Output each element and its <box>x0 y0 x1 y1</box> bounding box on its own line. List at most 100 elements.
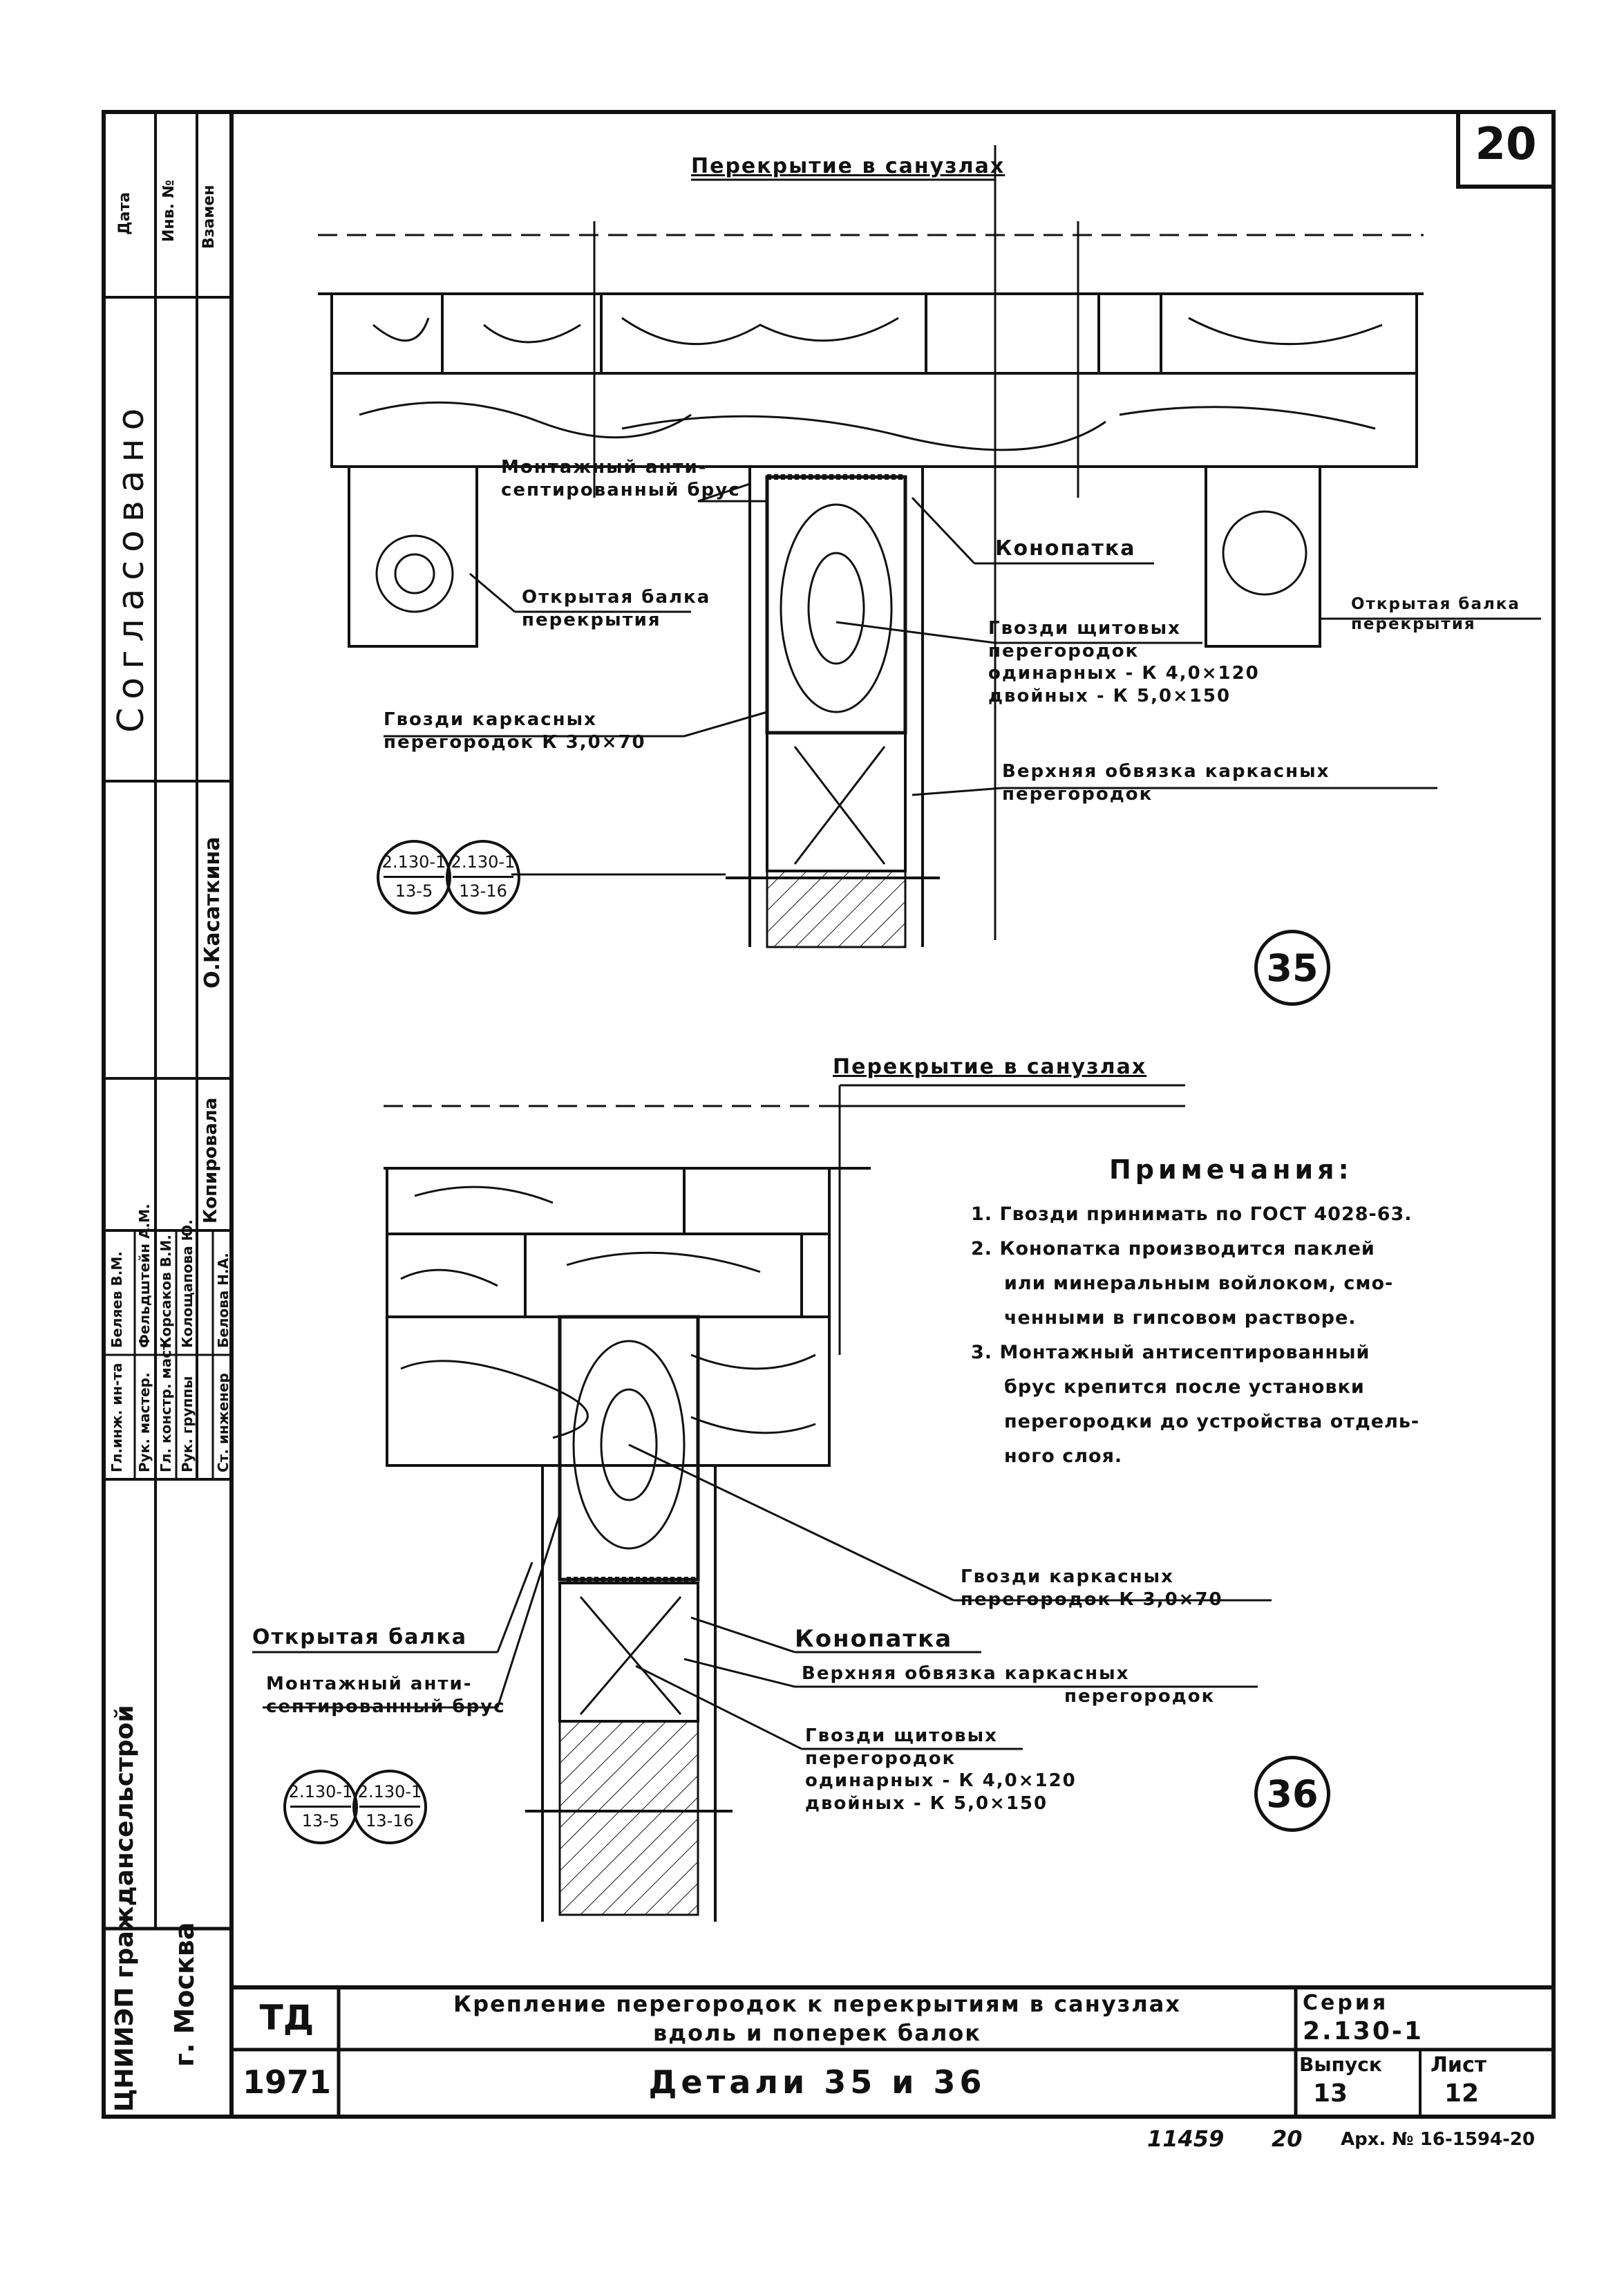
stamp-role-4: Рук. группы <box>179 1376 196 1472</box>
d36-ref-2: 2.130-1 13-16 <box>352 1770 427 1844</box>
d36-ref-1-bottom: 13-5 <box>301 1811 340 1830</box>
d36-top-plate: Верхняя обвязка каркасных перегородок <box>802 1662 1215 1707</box>
d35-open-beam-left: Открытая балка перекрытия <box>522 586 710 631</box>
d36-nails-frame-line2: перегородок К 3,0×70 <box>961 1589 1223 1610</box>
stamp-name-1: Беляев В.М. <box>108 1251 125 1348</box>
d36-nails-panel-line1: Гвозди щитовых <box>805 1725 998 1746</box>
stamp-side-header-replaces: Взамен <box>200 185 218 249</box>
stamp-role-3: Гл. констр. маст. <box>158 1336 174 1472</box>
detail-36-number: 36 <box>1254 1756 1330 1832</box>
d35-open-beam-right-line2: перекрытия <box>1351 615 1476 633</box>
stamp-name-5: Белова Н.А. <box>215 1253 232 1348</box>
notes-block: Примечания: 1. Гвозди принимать по ГОСТ … <box>971 1154 1524 1474</box>
note-line-2: 2. Конопатка производится паклей <box>971 1238 1375 1259</box>
note-line-1: 1. Гвозди принимать по ГОСТ 4028-63. <box>971 1203 1413 1225</box>
d36-nails-panel-line3: одинарных - К 4,0×120 <box>805 1770 1077 1791</box>
stamp-role-2: Рук. мастер. <box>136 1372 153 1472</box>
detail-36-title: Перекрытие в санузлах <box>833 1055 1147 1079</box>
stamp-checked-by: О.Касаткина <box>200 836 225 989</box>
d36-nails-frame-line1: Гвозди каркасных <box>961 1566 1174 1587</box>
d36-top-plate-line1: Верхняя обвязка каркасных <box>802 1663 1130 1684</box>
stamp-issue-label: Выпуск <box>1299 2053 1382 2076</box>
d35-ref-2: 2.130-1 13-16 <box>446 840 520 915</box>
note-line-5: 3. Монтажный антисептированный <box>971 1342 1370 1363</box>
detail-35-title: Перекрытие в санузлах <box>691 154 1005 178</box>
stamp-city: г. Москва <box>169 1922 200 2067</box>
d35-open-beam-left-line1: Открытая балка <box>522 587 711 608</box>
stamp-sheet-value: 12 <box>1444 2079 1480 2108</box>
d36-brus-line2: септированный брус <box>266 1696 506 1717</box>
footer-page: 20 <box>1272 2126 1303 2152</box>
d35-nails-frame-line1: Гвозди каркасных <box>384 709 597 730</box>
d35-nails-panel-line4: двойных - К 5,0×150 <box>988 685 1231 706</box>
d36-ref-2-bottom: 13-16 <box>366 1811 414 1830</box>
footer-code: 11459 <box>1147 2126 1225 2152</box>
d35-brus-label: Монтажный анти- септированный брус <box>501 456 741 501</box>
d36-nails-panel-line2: перегородок <box>805 1748 956 1769</box>
d35-open-beam-right-line1: Открытая балка <box>1351 595 1520 613</box>
stamp-td: ТД <box>259 1998 314 2038</box>
stamp-role-5: Ст. инженер <box>215 1373 232 1472</box>
d36-ref-1-divider <box>290 1806 351 1808</box>
d35-ref-2-divider <box>453 876 513 878</box>
note-line-4: ченными в гипсовом растворе. <box>1004 1307 1357 1329</box>
d35-nails-panel-line2: перегородок <box>988 640 1140 662</box>
d36-top-plate-line2: перегородок <box>1064 1685 1216 1707</box>
d35-konopatka-label: Конопатка <box>995 536 1136 561</box>
stamp-name-3: Корсаков В.И. <box>158 1235 174 1348</box>
d36-ref-1-top: 2.130-1 <box>288 1782 353 1801</box>
d36-ref-1: 2.130-1 13-5 <box>283 1770 358 1844</box>
d35-open-beam-left-line2: перекрытия <box>522 609 661 630</box>
stamp-issue-value: 13 <box>1313 2079 1348 2108</box>
d35-top-plate: Верхняя обвязка каркасных перегородок <box>1002 760 1330 805</box>
sheet-frame <box>102 110 1556 2119</box>
d35-nails-panel-line3: одинарных - К 4,0×120 <box>988 663 1260 684</box>
stamp-agreed: Согласовано <box>111 400 152 733</box>
d36-nails-frame: Гвозди каркасных перегородок К 3,0×70 <box>961 1566 1223 1611</box>
d35-nails-panel: Гвозди щитовых перегородок одинарных - К… <box>988 617 1260 707</box>
stamp-year: 1971 <box>242 2063 332 2101</box>
title-block-lines <box>232 1985 1554 2117</box>
d36-open-beam: Открытая балка <box>252 1625 467 1649</box>
d35-brus-line2: септированный брус <box>501 479 741 500</box>
d36-nails-panel: Гвозди щитовых перегородок одинарных - К… <box>805 1725 1077 1815</box>
d35-brus-line1: Монтажный анти- <box>501 457 708 478</box>
note-line-8: ного слоя. <box>1004 1445 1123 1467</box>
stamp-series-label: Серия <box>1303 1991 1389 2015</box>
detail-35-number: 35 <box>1254 930 1330 1006</box>
stamp-details-title: Детали 35 и 36 <box>648 2063 986 2101</box>
note-line-7: перегородки до устройства отдель- <box>1004 1411 1420 1432</box>
stamp-title-line1: Крепление перегородок к перекрытиям в са… <box>453 1991 1181 2017</box>
stamp-name-2: Фельдштейн А.М. <box>136 1203 153 1348</box>
d36-konopatka: Конопатка <box>795 1625 953 1653</box>
d35-top-plate-line2: перегородок <box>1002 783 1153 805</box>
d36-ref-2-top: 2.130-1 <box>357 1782 422 1801</box>
footer-archive: Арх. № 16-1594-20 <box>1341 2129 1536 2150</box>
sheet-number: 20 <box>1475 119 1537 170</box>
d35-nails-panel-line1: Гвозди щитовых <box>988 618 1181 639</box>
detail-35-drawing <box>318 145 1541 948</box>
d35-ref-1-bottom: 13-5 <box>395 881 433 901</box>
d35-ref-1-top: 2.130-1 <box>381 852 446 872</box>
stamp-role-1: Гл.инж. ин-та <box>108 1362 125 1472</box>
stamp-series-value: 2.130-1 <box>1303 2017 1424 2045</box>
d35-ref-1-divider <box>384 876 444 878</box>
stamp-org: ЦНИИЭП граждансельстрой <box>111 1705 139 2112</box>
d35-nails-frame-line2: перегородок К 3,0×70 <box>384 731 646 753</box>
notes-heading: Примечания: <box>1109 1154 1353 1185</box>
d36-brus-line1: Монтажный анти- <box>266 1674 473 1694</box>
d36-nails-panel-line4: двойных - К 5,0×150 <box>805 1792 1048 1814</box>
stamp-name-4: Колощапова Ю. <box>179 1219 196 1348</box>
stamp-sheet-label: Лист <box>1431 2053 1487 2077</box>
d35-open-beam-right: Открытая балка перекрытия <box>1351 594 1520 635</box>
d35-top-plate-line1: Верхняя обвязка каркасных <box>1002 761 1330 782</box>
note-line-6: брус крепится после установки <box>1004 1376 1365 1398</box>
d35-ref-1: 2.130-1 13-5 <box>377 840 451 915</box>
stamp-copied: Копировала <box>200 1097 221 1224</box>
stamp-title-line2: вдоль и поперек балок <box>653 2020 981 2046</box>
d35-ref-2-bottom: 13-16 <box>459 881 507 901</box>
stamp-side-header-date: Дата <box>116 191 133 235</box>
d36-brus: Монтажный анти- септированный брус <box>266 1673 506 1718</box>
d35-nails-frame: Гвозди каркасных перегородок К 3,0×70 <box>384 709 646 753</box>
d36-ref-2-divider <box>359 1806 420 1808</box>
